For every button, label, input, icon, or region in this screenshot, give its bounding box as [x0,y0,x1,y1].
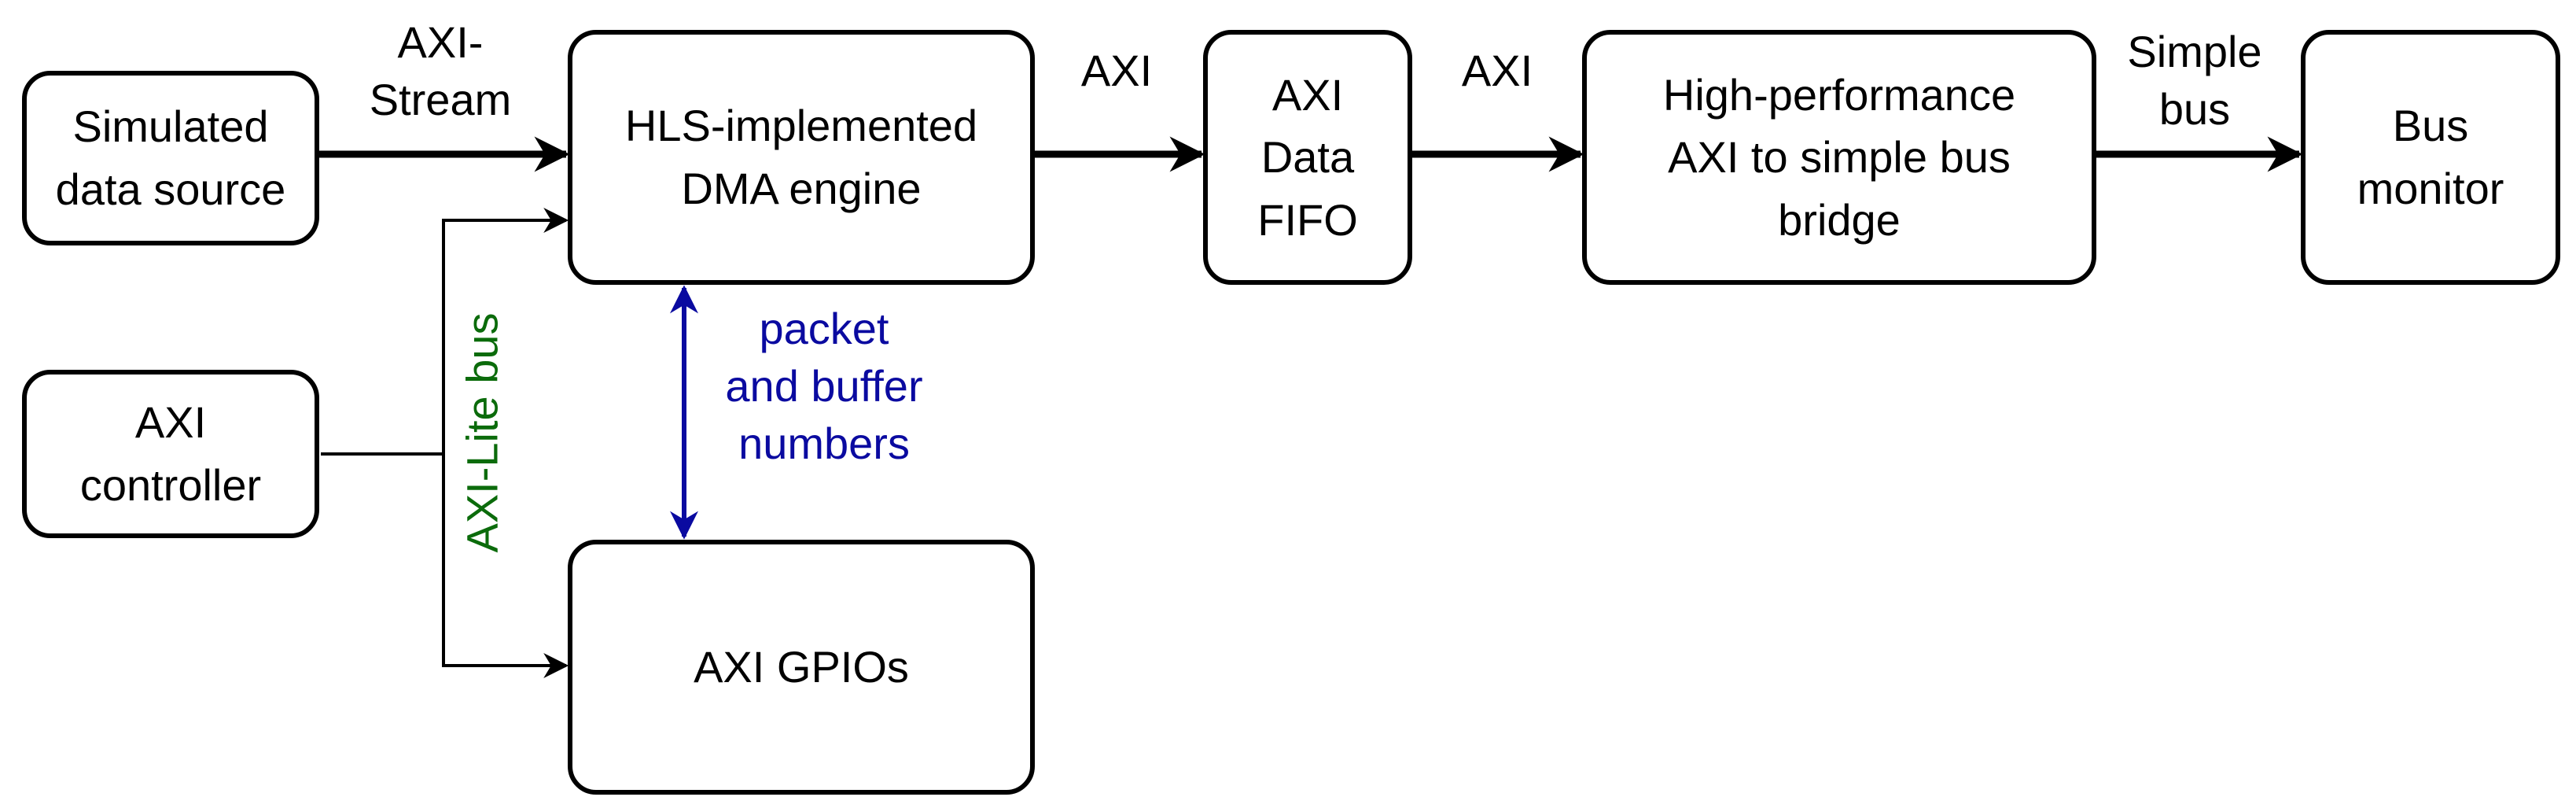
dma-engine-block: HLS-implemented DMA engine [568,30,1035,285]
bus-bridge-block: High-performance AXI to simple bus bridg… [1582,30,2096,285]
axi-stream-label: AXI- Stream [369,17,512,124]
simple-bus-label: Simple bus [2127,27,2262,134]
packet-buffer-label: packet and buffer numbers [725,304,923,468]
axi-lite-bus-line-upper [442,208,569,454]
data-fifo-block: AXI Data FIFO [1203,30,1412,285]
axi-label-1: AXI [1080,46,1153,95]
axi-controller-block: AXI controller [22,370,319,538]
axi-label-2: AXI [1461,46,1533,95]
axi-lite-bus-line [321,452,569,678]
bus-monitor-block: Bus monitor [2301,30,2560,285]
data-source-block: Simulated data source [22,71,319,245]
axi-lite-bus-label: AXI-Lite bus [457,312,507,553]
axi-gpios-block: AXI GPIOs [568,540,1035,795]
